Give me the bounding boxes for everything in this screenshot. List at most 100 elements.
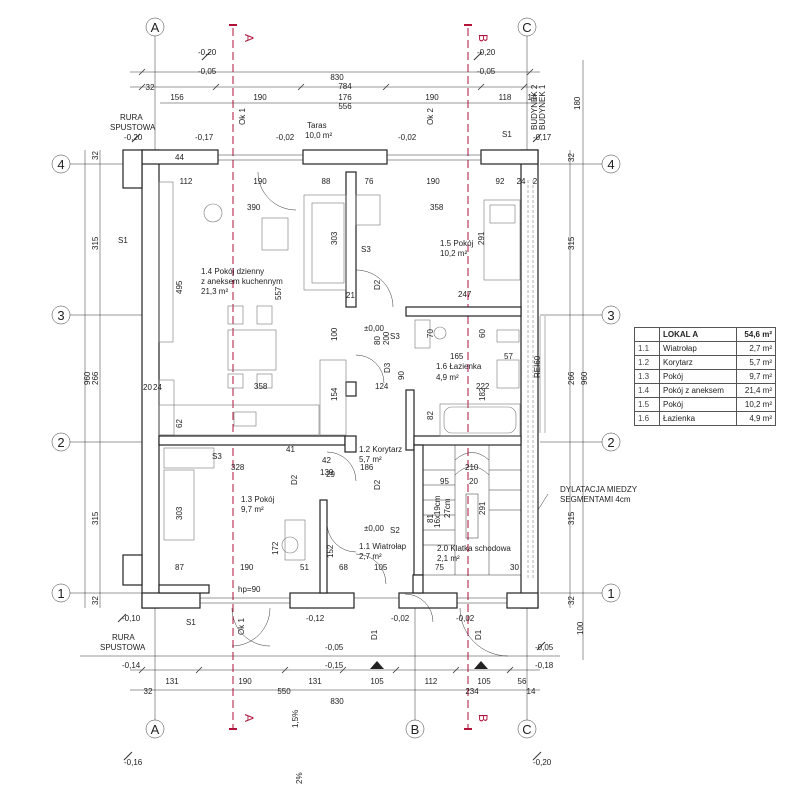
dim-inner-190a: 190 — [253, 177, 267, 186]
dim-right-32b: 32 — [567, 596, 576, 605]
dim-42: 42 — [322, 456, 331, 465]
tag-d1b: D1 — [474, 629, 483, 640]
level-r1: -0,17 — [533, 133, 552, 142]
dim-inner-190b: 190 — [426, 177, 440, 186]
dim-495: 495 — [175, 280, 184, 294]
row-area: 4,9 m² — [736, 411, 776, 426]
grid-axis-markers: A C A B C 4 3 2 1 4 3 2 1 — [51, 17, 621, 739]
room-11-name: 1.1 Wiatrołap — [359, 542, 407, 551]
level-tl1: -0,20 — [198, 48, 217, 57]
dim-inner-24: 24 — [517, 177, 526, 186]
dim-190: 190 — [240, 563, 254, 572]
dim-top-176: 176 — [338, 93, 352, 102]
dim-bottom-105a: 105 — [370, 677, 384, 686]
dim-303a: 303 — [330, 231, 339, 245]
dim-105a: 105 — [374, 563, 388, 572]
level-tr2: -0,05 — [477, 67, 496, 76]
room-20-name: 2.0 Klatka schodowa — [437, 544, 511, 553]
level-m1: -0,02 — [276, 133, 295, 142]
dim-right-315b: 315 — [567, 511, 576, 525]
entrance-marker-1 — [370, 661, 384, 669]
grid-number-2-left: 2 — [57, 435, 64, 450]
inner-dimensions: 390 358 303 291 557 495 247 100 358 165 … — [143, 153, 519, 572]
dim-bottom-131b: 131 — [308, 677, 322, 686]
furniture — [158, 181, 521, 561]
room-15-name: 1.5 Pokój — [440, 239, 474, 248]
tag-budynek1: BUDYNEK 1 — [538, 84, 547, 130]
room-20-area: 2,1 m² — [437, 554, 460, 563]
table-row: 1.2 Korytarz 5,7 m² — [634, 355, 776, 370]
dim-172: 172 — [271, 541, 280, 555]
top-dimensions: 830 32 156 190 176 190 118 14 784 556 11… — [146, 73, 582, 186]
dim-right-960: 960 — [580, 371, 589, 385]
dim-top-556: 556 — [338, 102, 352, 111]
section-lines: A B A B — [229, 24, 490, 730]
dim-bottom-14: 14 — [527, 687, 536, 696]
row-name: Łazienka — [659, 411, 737, 426]
tag-slope: 1,5% — [291, 710, 300, 728]
grid-number-4-left: 4 — [57, 157, 64, 172]
row-area: 9,7 m² — [736, 369, 776, 384]
dim-291a: 291 — [477, 231, 486, 245]
dim-inner-112: 112 — [180, 177, 193, 186]
tag-d2b: D2 — [373, 479, 382, 490]
dim-stairs: 16x19cm — [433, 495, 442, 528]
room-taras-name: Taras — [307, 121, 327, 130]
row-area: 2,7 m² — [736, 341, 776, 356]
dim-165: 165 — [450, 352, 464, 361]
dim-247: 247 — [458, 290, 472, 299]
dim-right-315a: 315 — [567, 236, 576, 250]
level-bl3: -0,16 — [124, 758, 143, 767]
room-12-name: 1.2 Korytarz — [359, 445, 402, 454]
lokal-area-table: LOKAL A 54,6 m² 1.1 Wiatrołap 2,7 m² 1.2… — [634, 327, 776, 426]
dim-328: 328 — [231, 463, 245, 472]
level-l1: -0,20 — [124, 133, 143, 142]
dim-30: 30 — [510, 563, 519, 572]
dim-27cm: 27cm — [443, 498, 452, 518]
tag-s1-bottom: S1 — [186, 618, 196, 627]
grid-number-3-left: 3 — [57, 308, 64, 323]
dim-top-32: 32 — [146, 83, 155, 92]
dim-top-156: 156 — [170, 93, 184, 102]
row-name: Pokój — [659, 369, 737, 384]
dim-bottom-190: 190 — [238, 677, 252, 686]
left-dimensions: 32 315 960 266 315 32 — [83, 151, 100, 605]
dim-303b: 303 — [175, 506, 184, 520]
tag-ok2-top: Ok 2 — [426, 108, 435, 125]
tag-hp: hp=90 — [238, 585, 261, 594]
dim-182: 182 — [478, 387, 487, 401]
windows — [200, 154, 507, 604]
dim-200: 200 — [382, 331, 391, 345]
dim-top-14: 14 — [528, 93, 537, 102]
dim-70: 70 — [426, 329, 435, 338]
dim-right-266: 266 — [567, 371, 576, 385]
level-bm3: -0,15 — [325, 661, 344, 670]
tag-ok1-top: Ok 1 — [238, 108, 247, 125]
row-number: 1.1 — [634, 341, 660, 356]
dim-left-32b: 32 — [91, 596, 100, 605]
dim-124: 124 — [375, 382, 389, 391]
level-m2: -0,02 — [398, 133, 417, 142]
dim-left-266: 266 — [91, 371, 100, 385]
tag-slope2: 2% — [295, 772, 304, 784]
dim-20a: 20 — [143, 383, 152, 392]
tag-d1a: D1 — [370, 629, 379, 640]
section-a-top: A — [242, 34, 256, 42]
dim-bottom-131a: 131 — [165, 677, 179, 686]
dim-68: 68 — [339, 563, 348, 572]
dim-82: 82 — [426, 411, 435, 420]
grid-letter-b-bottom: B — [411, 722, 420, 737]
dim-left-315b: 315 — [91, 511, 100, 525]
dim-bottom-32: 32 — [144, 687, 153, 696]
section-b-bottom: B — [476, 714, 490, 722]
tag-s3a: S3 — [361, 245, 371, 254]
level-br1: -0,05 — [535, 643, 554, 652]
dim-bottom-550: 550 — [277, 687, 291, 696]
dim-291b: 291 — [478, 501, 487, 515]
grid-number-4-right: 4 — [607, 157, 614, 172]
room-13-name: 1.3 Pokój — [241, 495, 275, 504]
grid-lines — [70, 36, 602, 720]
dim-left-960: 960 — [83, 371, 92, 385]
row-area: 10,2 m² — [736, 397, 776, 412]
